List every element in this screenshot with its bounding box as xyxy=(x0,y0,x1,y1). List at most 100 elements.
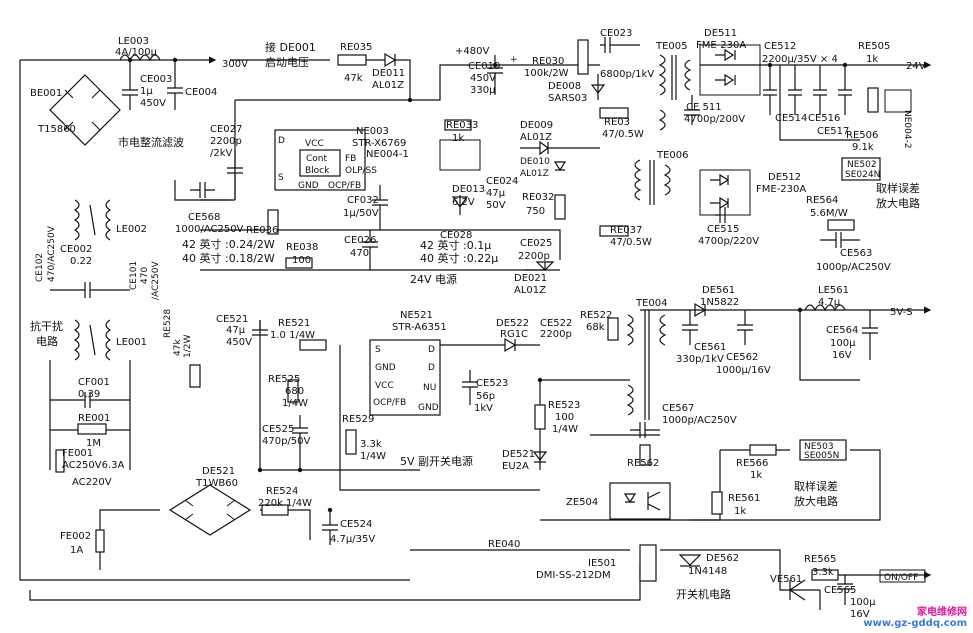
ce025-value: 2200p xyxy=(518,251,550,262)
fe001-label: FE001 xyxy=(62,448,93,459)
de013-value: 6.2V xyxy=(452,197,475,208)
ce027-label: CE027 xyxy=(210,124,242,135)
ne003-gnd: GND xyxy=(298,181,319,191)
optocoupler-ne004-2 xyxy=(884,89,912,113)
ne521-pin-gnd2: GND xyxy=(418,403,439,413)
ce564-value1: 100μ xyxy=(830,338,856,349)
resistor-re030 xyxy=(577,39,589,75)
de010-label: DE010 xyxy=(520,157,550,167)
cap-ce027 xyxy=(227,150,243,200)
ne521-pin-vcc: VCC xyxy=(375,381,394,391)
ie501-value: DMI-SS-212DM xyxy=(536,570,611,581)
watermark-logo: 家电维修网 xyxy=(917,607,967,618)
diode-de521b xyxy=(532,451,548,463)
cf001-label: CF001 xyxy=(78,377,110,388)
ce002-value: 0.22 xyxy=(70,256,92,267)
ne521-value: STR-A6351 xyxy=(392,322,447,333)
aux-5v-label: 5V 副开关电源 xyxy=(400,454,473,468)
ce023-label: CE023 xyxy=(600,28,632,39)
cf001-value: 0.39 xyxy=(78,389,100,400)
re561-label: RE561 xyxy=(728,493,760,504)
cap-ce525 xyxy=(292,415,308,470)
cap-ce567 xyxy=(630,422,660,438)
resistor-re036 xyxy=(267,209,279,235)
re561-value: 1k xyxy=(734,506,746,517)
de512-value: FME-230A xyxy=(756,184,806,195)
cap-ce512c xyxy=(813,65,827,115)
cap-ce023 xyxy=(600,37,640,53)
de010-value: AL01Z xyxy=(520,169,549,179)
re525-value1: 680 xyxy=(285,386,304,397)
inductor-le561 xyxy=(804,304,846,312)
re505-value: 1k xyxy=(866,54,878,65)
diode-de010 xyxy=(553,161,567,172)
v5s-label: 5V-S xyxy=(890,307,913,318)
re035-value: 47k xyxy=(344,73,363,84)
ac220-label: AC220V xyxy=(72,477,112,488)
re525-label: RE525 xyxy=(268,374,300,385)
ce561-value: 330p/1kV xyxy=(676,354,724,365)
de521-label: DE521 xyxy=(202,466,235,477)
cap-ce512d xyxy=(838,65,852,115)
ce563-label: CE563 xyxy=(840,248,872,259)
transformer-te005 xyxy=(658,54,692,131)
resistor-re035 xyxy=(337,54,367,66)
ce002-label: CE002 xyxy=(60,244,92,255)
ce516-label: CE516 xyxy=(808,113,840,124)
de008-label: DE008 xyxy=(548,81,581,92)
se005n-label: SE005N xyxy=(804,451,839,461)
cap-ce512b xyxy=(788,65,802,115)
resistor-re524 xyxy=(261,504,289,516)
ce564-value2: 16V xyxy=(832,350,852,361)
ne521-pin-ocp-fb: OCP/FB xyxy=(373,398,406,408)
ce026-value: 470 xyxy=(350,248,369,259)
watermark: 家电维修网 www.gz-gddq.com xyxy=(863,607,967,629)
te004-label: TE004 xyxy=(635,298,668,309)
re523-value2: 1/4W xyxy=(552,424,578,435)
re032-label: RE032 xyxy=(522,192,554,203)
emi-label-line2: 电路 xyxy=(36,335,58,348)
le003-label: LE003 xyxy=(118,36,149,47)
v300-label: 300V xyxy=(222,59,248,70)
re524-label: RE524 xyxy=(266,486,298,497)
re566-value: 1k xyxy=(750,470,762,481)
diode-de561 xyxy=(694,302,707,318)
on-off-label: ON/OFF xyxy=(884,573,918,583)
re040-label: RE040 xyxy=(488,539,520,550)
optocoupler-ne004-1 xyxy=(439,139,481,171)
ce524-value: 4.7μ/35V xyxy=(330,534,375,545)
ne521-pin-nu: NU xyxy=(423,383,436,393)
te005-label: TE005 xyxy=(655,41,688,52)
resistor-re037 xyxy=(599,225,629,237)
zener-de013 xyxy=(451,195,469,215)
resistor-re038 xyxy=(285,257,313,269)
re528-value1: 47k xyxy=(173,339,183,356)
ce515-label: CE515 xyxy=(707,224,739,235)
de511-value: FME-230A xyxy=(696,40,746,51)
plus480-label: +480V xyxy=(455,46,489,57)
ce003-value2: 450V xyxy=(140,98,166,109)
de521b-label: DE521 xyxy=(502,449,535,460)
inch40-resistor-label: 40 英寸 :0.18/2W xyxy=(182,251,275,265)
resistor-re528 xyxy=(189,364,201,388)
ne004-1-label: NE004-1 xyxy=(366,149,409,160)
re522-value: 68k xyxy=(586,322,605,333)
sample-amp-5v-line2: 放大电路 xyxy=(794,494,838,508)
ne521-label: NE521 xyxy=(400,310,433,321)
resistor-re001 xyxy=(77,423,107,435)
ce025-label: CE025 xyxy=(520,238,552,249)
cap-ce524 xyxy=(322,510,338,545)
resistor-re529 xyxy=(345,429,357,455)
resistor-re521 xyxy=(299,339,327,351)
cap-ce562 xyxy=(737,310,753,345)
cont-block-line1: Cont xyxy=(306,154,327,164)
transformer-te006 xyxy=(634,159,671,205)
re521-value: 1.0 1/4W xyxy=(270,330,315,341)
fuse-fe002 xyxy=(95,529,105,553)
de021-label: DE021 xyxy=(514,273,547,284)
ie501-label: IE501 xyxy=(588,558,616,569)
se024n-label: SE024N xyxy=(845,170,880,180)
transistor-ve561 xyxy=(789,579,806,601)
le561-value: 4.7μ xyxy=(818,297,841,308)
